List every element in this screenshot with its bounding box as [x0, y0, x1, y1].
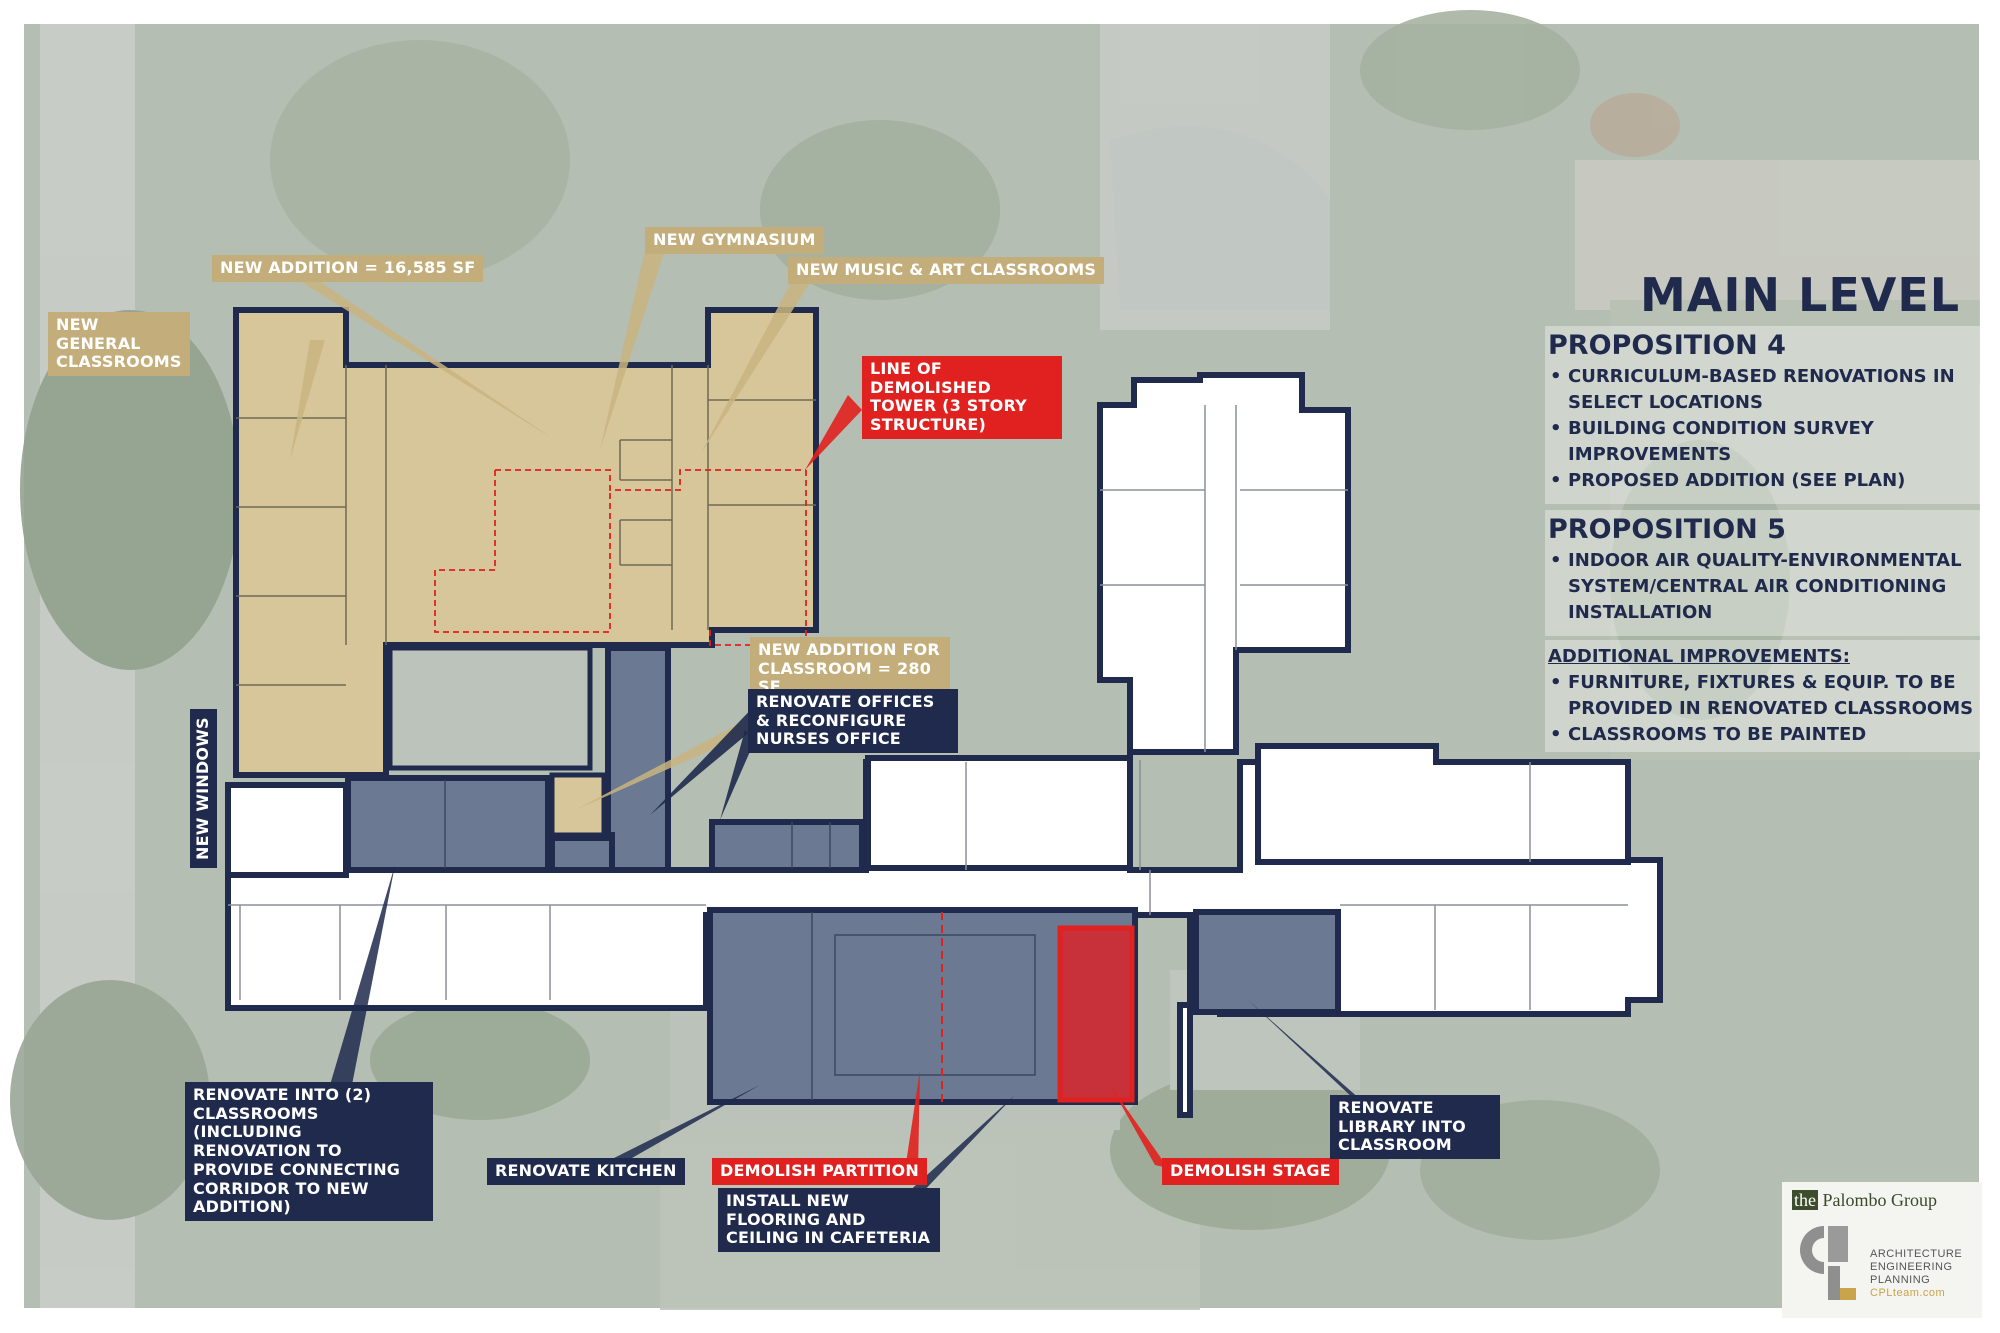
legend-prop4-item: BUILDING CONDITION SURVEY IMPROVEMENTS: [1548, 416, 1978, 468]
callout-renovate-offices: RENOVATE OFFICES & RECONFIGURE NURSES OF…: [748, 689, 958, 754]
legend-additional-item: FURNITURE, FIXTURES & EQUIP. TO BE PROVI…: [1548, 670, 1982, 722]
callout-demolish-stage: DEMOLISH STAGE: [1162, 1158, 1339, 1185]
callout-demolish-partition: DEMOLISH PARTITION: [712, 1158, 927, 1185]
legend-additional-item: CLASSROOMS TO BE PAINTED: [1548, 722, 1982, 748]
callout-renovate-library: RENOVATE LIBRARY INTO CLASSROOM: [1330, 1095, 1500, 1160]
company-logo-prefix: the: [1792, 1190, 1818, 1210]
legend-prop4: PROPOSITION 4 CURRICULUM-BASED RENOVATIO…: [1548, 330, 1978, 494]
legend-prop5: PROPOSITION 5 INDOOR AIR QUALITY-ENVIRON…: [1548, 514, 1978, 626]
courtyard: [387, 645, 593, 771]
new-addition-area: [233, 307, 819, 838]
legend-additional-heading: ADDITIONAL IMPROVEMENTS:: [1548, 646, 1850, 667]
service-engineering: ENGINEERING: [1870, 1261, 1953, 1273]
callout-renovate-two-classrooms: RENOVATE INTO (2) CLASSROOMS (INCLUDING …: [185, 1082, 433, 1222]
renovation-walls: [444, 780, 1036, 1100]
page-title: MAIN LEVEL: [1640, 268, 1961, 322]
callout-new-addition: NEW ADDITION = 16,585 SF: [212, 255, 484, 282]
service-architecture: ARCHITECTURE: [1870, 1248, 1963, 1260]
existing-building: [225, 372, 1663, 1118]
callout-renovate-kitchen: RENOVATE KITCHEN: [487, 1158, 685, 1185]
legend-additional: ADDITIONAL IMPROVEMENTS: FURNITURE, FIXT…: [1548, 644, 1982, 748]
company-logo-name: the Palombo Group: [1792, 1190, 1937, 1211]
cpl-logo-icon: [1800, 1226, 1856, 1300]
callout-demolished-tower: LINE OF DEMOLISHED TOWER (3 STORY STRUCT…: [862, 356, 1062, 439]
company-logo-title: Palombo Group: [1822, 1190, 1938, 1210]
legend-prop4-item: PROPOSED ADDITION (SEE PLAN): [1548, 468, 1978, 494]
callout-leaders: [290, 250, 1370, 1195]
legend-prop4-heading: PROPOSITION 4: [1548, 330, 1786, 361]
callout-new-windows: NEW WINDOWS: [190, 709, 217, 868]
company-url: CPLteam.com: [1870, 1287, 1946, 1299]
stage-area: [1057, 925, 1135, 1103]
company-logo-services: ARCHITECTURE ENGINEERING PLANNING CPLtea…: [1870, 1248, 1962, 1300]
callout-new-general-classrooms: NEW GENERAL CLASSROOMS: [48, 312, 190, 377]
legend-prop5-item: INDOOR AIR QUALITY-ENVIRONMENTAL SYSTEM/…: [1548, 548, 1978, 626]
callout-install-flooring: INSTALL NEW FLOORING AND CEILING IN CAFE…: [718, 1188, 940, 1253]
interior-walls: [228, 405, 1628, 1010]
callout-new-music-art: NEW MUSIC & ART CLASSROOMS: [788, 257, 1105, 284]
callout-new-gymnasium: NEW GYMNASIUM: [645, 227, 824, 254]
legend-prop5-heading: PROPOSITION 5: [1548, 514, 1786, 545]
legend-prop4-item: CURRICULUM-BASED RENOVATIONS IN SELECT L…: [1548, 364, 1978, 416]
service-planning: PLANNING: [1870, 1274, 1931, 1286]
